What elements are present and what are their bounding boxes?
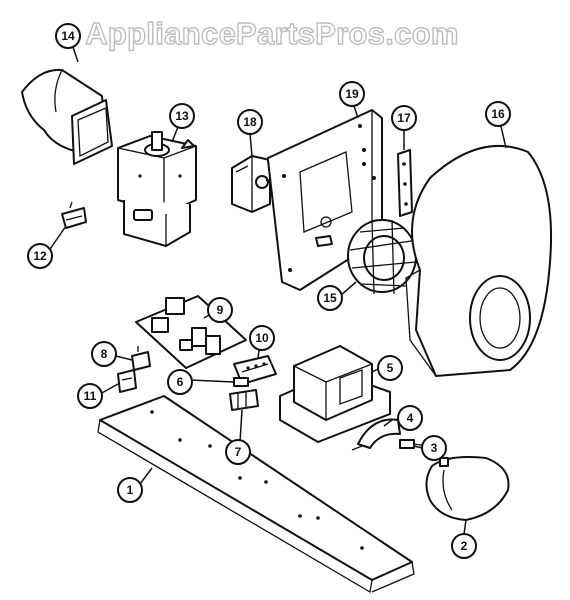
part-14-waveguide-duct: [21, 68, 113, 165]
svg-text:10: 10: [255, 331, 269, 345]
svg-text:5: 5: [387, 361, 394, 375]
svg-text:9: 9: [217, 303, 224, 317]
svg-text:2: 2: [461, 539, 468, 553]
callout-2: 2: [451, 533, 477, 559]
svg-text:6: 6: [177, 375, 184, 389]
part-12-thermal-cutout: [61, 201, 87, 229]
part-5-transformer: [279, 345, 391, 443]
callout-17: 17: [391, 105, 417, 131]
part-9-control-board: [135, 295, 247, 369]
callout-18: 18: [237, 109, 263, 135]
callout-15: 15: [317, 285, 343, 311]
svg-text:11: 11: [84, 389, 97, 403]
callout-19: 19: [339, 81, 365, 107]
callout-7: 7: [225, 439, 251, 465]
callout-1: 1: [117, 477, 143, 503]
part-8-switch: [131, 346, 151, 371]
svg-text:19: 19: [345, 87, 359, 101]
part-13-magnetron: [117, 131, 197, 247]
callout-3: 3: [421, 435, 447, 461]
part-11-switch: [117, 369, 137, 393]
svg-text:18: 18: [243, 115, 257, 129]
part-17-bracket: [397, 149, 413, 217]
callout-12: 12: [27, 243, 53, 269]
part-15-blower-wheel: [347, 219, 419, 295]
svg-text:12: 12: [33, 249, 47, 263]
part-6-connector: [233, 377, 249, 387]
callout-14: 14: [55, 23, 81, 49]
svg-text:17: 17: [397, 111, 411, 125]
callout-5: 5: [377, 355, 403, 381]
svg-text:1: 1: [127, 483, 134, 497]
callout-13: 13: [169, 103, 195, 129]
svg-text:8: 8: [101, 347, 108, 361]
callout-9: 9: [207, 297, 233, 323]
callout-11: 11: [77, 383, 103, 409]
callout-8: 8: [91, 341, 117, 367]
part-2-capacitor: [425, 456, 510, 521]
callout-6: 6: [167, 369, 193, 395]
watermark: AppliancePartsPros.com: [85, 16, 459, 51]
svg-text:13: 13: [175, 109, 189, 123]
part-1-base-plate: [97, 395, 415, 594]
part-16-blower-housing: [405, 145, 553, 377]
svg-text:7: 7: [235, 445, 242, 459]
callout-16: 16: [485, 101, 511, 127]
svg-text:4: 4: [407, 411, 414, 425]
svg-text:3: 3: [431, 441, 438, 455]
callout-10: 10: [249, 325, 275, 351]
svg-text:14: 14: [61, 29, 75, 43]
callout-4: 4: [397, 405, 423, 431]
svg-text:16: 16: [491, 107, 505, 121]
part-7-terminal-strip: [229, 389, 259, 411]
svg-text:15: 15: [323, 291, 337, 305]
